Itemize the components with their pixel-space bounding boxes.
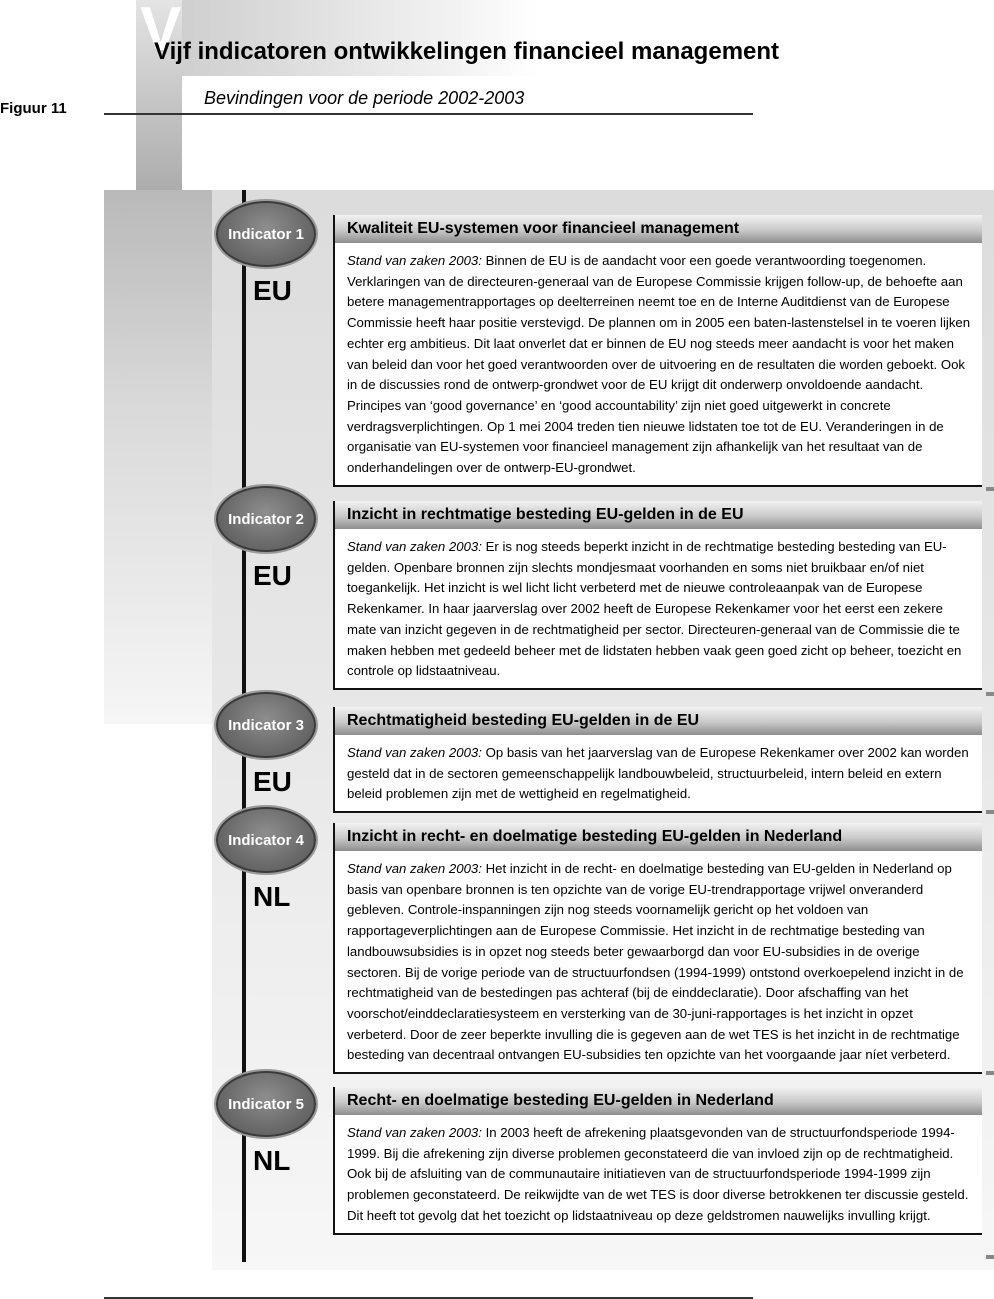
decorative-panel-left xyxy=(104,190,212,724)
card-lead: Stand van zaken 2003: xyxy=(347,253,482,268)
edge-tick xyxy=(986,1071,994,1075)
region-label: NL xyxy=(253,1145,291,1176)
region-label: EU xyxy=(253,766,292,797)
card-heading: Inzicht in rechtmatige besteding EU-geld… xyxy=(335,501,982,529)
card-body-text: Binnen de EU is de aandacht voor een goe… xyxy=(347,253,971,476)
card-heading: Recht- en doelmatige besteding EU-gelden… xyxy=(335,1087,982,1115)
card-text: Stand van zaken 2003: In 2003 heeft de a… xyxy=(335,1115,982,1233)
card-lead: Stand van zaken 2003: xyxy=(347,745,482,760)
decorative-band xyxy=(182,0,538,76)
page-title: Vijf indicatoren ontwikkelingen financie… xyxy=(154,38,780,65)
card-text: Stand van zaken 2003: Binnen de EU is de… xyxy=(335,243,982,485)
card-body-text: Op basis van het jaarverslag van de Euro… xyxy=(347,745,969,802)
indicator-badge: Indicator 3 xyxy=(216,692,316,758)
card-lead: Stand van zaken 2003: xyxy=(347,539,482,554)
card-heading: Rechtmatigheid besteding EU-gelden in de… xyxy=(335,707,982,735)
divider-bottom xyxy=(104,1297,753,1299)
edge-tick xyxy=(986,1255,994,1259)
indicator-card: Kwaliteit EU-systemen voor financieel ma… xyxy=(333,215,982,487)
card-body-text: In 2003 heeft de afrekening plaatsgevond… xyxy=(347,1125,969,1223)
indicator-card: Rechtmatigheid besteding EU-gelden in de… xyxy=(333,707,982,814)
region-label: EU xyxy=(253,560,292,591)
figure-label: Figuur 11 xyxy=(0,100,67,117)
card-heading: Kwaliteit EU-systemen voor financieel ma… xyxy=(335,215,982,243)
edge-tick xyxy=(986,487,994,491)
edge-tick xyxy=(986,810,994,814)
card-lead: Stand van zaken 2003: xyxy=(347,861,482,876)
indicator-badge: Indicator 1 xyxy=(216,201,316,267)
page-subtitle: Bevindingen voor de periode 2002-2003 xyxy=(204,88,525,108)
indicator-badge: Indicator 5 xyxy=(216,1071,316,1137)
card-text: Stand van zaken 2003: Op basis van het j… xyxy=(335,735,982,811)
card-text: Stand van zaken 2003: Het inzicht in de … xyxy=(335,851,982,1072)
decorative-letter: V xyxy=(140,0,181,64)
card-body-text: Het inzicht in de recht- en doelmatige b… xyxy=(347,861,964,1063)
region-label: NL xyxy=(253,881,291,912)
edge-tick xyxy=(986,692,994,696)
divider-top xyxy=(104,113,753,115)
card-body-text: Er is nog steeds beperkt inzicht in de r… xyxy=(347,539,962,679)
indicator-badge: Indicator 2 xyxy=(216,486,316,552)
card-heading: Inzicht in recht- en doelmatige bestedin… xyxy=(335,823,982,851)
card-lead: Stand van zaken 2003: xyxy=(347,1125,482,1140)
indicator-card: Inzicht in rechtmatige besteding EU-geld… xyxy=(333,501,982,690)
region-label: EU xyxy=(253,275,292,306)
indicator-card: Recht- en doelmatige besteding EU-gelden… xyxy=(333,1087,982,1235)
indicator-badge: Indicator 4 xyxy=(216,807,316,873)
card-text: Stand van zaken 2003: Er is nog steeds b… xyxy=(335,529,982,688)
indicator-card: Inzicht in recht- en doelmatige bestedin… xyxy=(333,823,982,1075)
